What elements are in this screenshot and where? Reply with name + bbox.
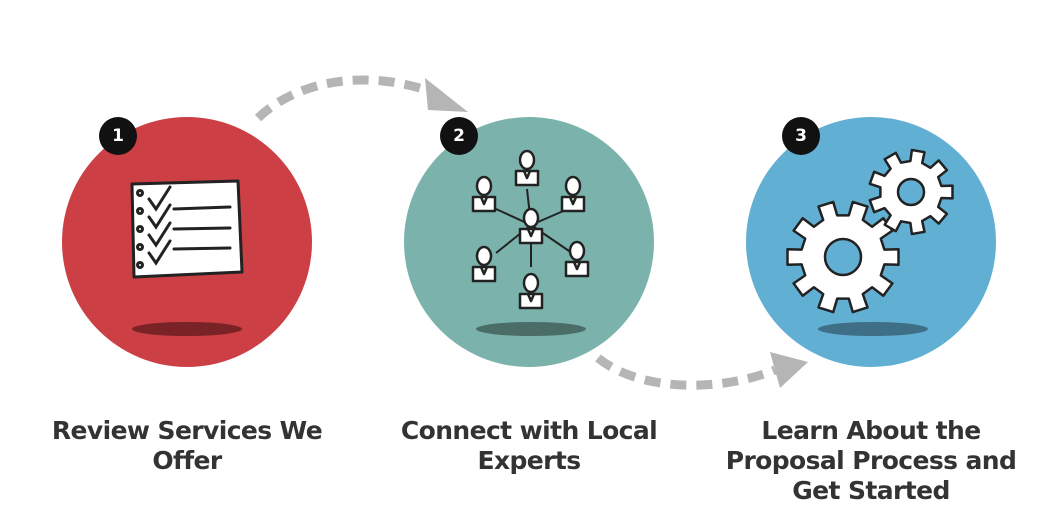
step-3-caption: Learn About the Proposal Process and Get… <box>706 416 1036 506</box>
step-3-number-badge: 3 <box>782 117 820 155</box>
caption-line: Offer <box>152 446 222 475</box>
small-gear-icon <box>868 148 954 236</box>
caption-line: Connect with Local <box>400 416 658 445</box>
large-gear-icon <box>786 200 900 314</box>
gears-icon <box>786 148 954 336</box>
step-1-caption: Review Services We Offer <box>27 416 347 476</box>
step-1-number-badge: 1 <box>99 117 137 155</box>
step-2-number-badge: 2 <box>440 117 478 155</box>
caption-line: Get Started <box>792 476 950 505</box>
checklist-icon <box>130 179 244 336</box>
caption-line: Proposal Process and <box>725 446 1017 475</box>
caption-line: Experts <box>477 446 581 475</box>
caption-line: Review Services We <box>51 416 323 445</box>
step-2-caption: Connect with Local Experts <box>369 416 689 476</box>
caption-line: Learn About the <box>761 416 981 445</box>
people-network-icon <box>471 149 590 336</box>
